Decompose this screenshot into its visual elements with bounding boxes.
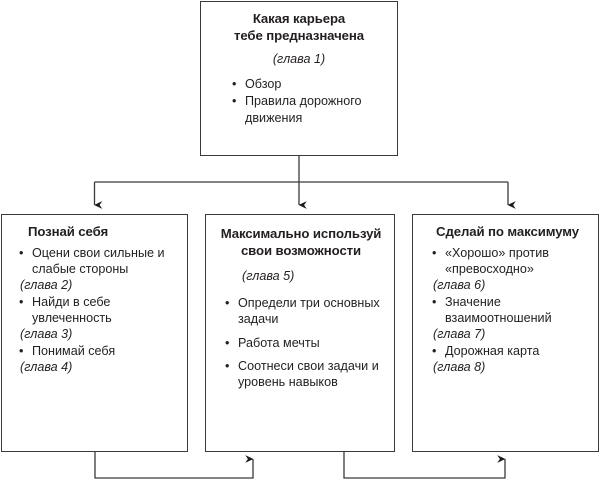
- bullet-icon: •: [232, 94, 237, 109]
- bullet-icon: •: [19, 344, 24, 359]
- bullet-text: Соотнеси свои задачи и уровень навыков: [238, 358, 379, 389]
- node-mid-chapter-label: (глава 5): [242, 269, 295, 283]
- node-right-title-line1: Сделай по максимуму: [436, 224, 579, 239]
- node-top-chapter-1[interactable]: Какая карьера тебе предназначена (глава …: [200, 1, 398, 156]
- bullet-text: Значение взаимоотношений: [445, 294, 552, 325]
- bullet-icon: •: [225, 296, 230, 311]
- node-right-bullet-list: • «Хорошо» против «превосходно» (глава 6…: [425, 245, 590, 376]
- bullet-icon: •: [432, 294, 437, 309]
- list-item: • Обзор: [231, 76, 391, 92]
- node-mid-title: Максимально используй свои возможности: [216, 226, 386, 259]
- bullet-text: «Хорошо» против «превосходно»: [445, 245, 549, 276]
- list-item: • Соотнеси свои задачи и уровень навыков: [224, 358, 386, 390]
- list-item: • Определи три основных задачи: [224, 295, 386, 327]
- bullet-text: Правила дорожного движения: [245, 94, 362, 125]
- bullet-icon: •: [232, 77, 237, 92]
- bullet-icon: •: [225, 358, 230, 373]
- list-item: • «Хорошо» против «превосходно» (глава 6…: [431, 245, 590, 293]
- list-item: • Правила дорожного движения: [231, 93, 391, 125]
- bullet-icon: •: [225, 335, 230, 350]
- bullet-text: Обзор: [245, 77, 282, 92]
- node-top-title-line2: тебе предназначена: [234, 27, 364, 43]
- node-mid-title-line2: свои возможности: [240, 242, 362, 258]
- bullet-text: Дорожная карта: [445, 344, 540, 359]
- node-left-know-yourself[interactable]: Познай себя • Оцени свои сильные и слабы…: [1, 214, 188, 452]
- node-top-title-line1: Какая карьера: [252, 11, 346, 26]
- connector-left-to-mid-feedback: [94, 452, 254, 479]
- node-left-title-line1: Познай себя: [28, 224, 109, 239]
- bullet-text: Определи три основных задачи: [238, 296, 380, 327]
- node-left-bullet-list: • Оцени свои сильные и слабые стороны (г…: [14, 245, 179, 376]
- bullet-icon: •: [19, 245, 24, 260]
- bullet-chapter: (глава 7): [433, 327, 486, 342]
- bullet-text: Оцени свои сильные и слабые стороны: [32, 245, 165, 276]
- bullet-icon: •: [19, 294, 24, 309]
- bullet-chapter: (глава 8): [433, 360, 486, 375]
- bullet-icon: •: [432, 344, 437, 359]
- node-top-chapter-label: (глава 1): [272, 52, 326, 66]
- bullet-chapter: (глава 2): [20, 277, 73, 292]
- node-top-bullet-list: • Обзор • Правила дорожного движения: [207, 76, 391, 125]
- list-item: • Дорожная карта (глава 8): [431, 343, 590, 375]
- bullet-text: Работа мечты: [238, 335, 320, 350]
- list-item: • Значение взаимоотношений (глава 7): [431, 294, 590, 342]
- node-right-do-your-best[interactable]: Сделай по максимуму • «Хорошо» против «п…: [412, 214, 599, 452]
- bullet-chapter: (глава 4): [20, 360, 73, 375]
- list-item: • Понимай себя (глава 4): [18, 343, 179, 375]
- node-mid-bullet-list: • Определи три основных задачи • Работа …: [216, 295, 386, 390]
- connector-mid-to-right-feedback: [343, 452, 506, 479]
- node-left-title: Познай себя: [14, 224, 179, 241]
- list-item: • Найди в себе увлеченность (глава 3): [18, 294, 179, 342]
- bullet-icon: •: [432, 245, 437, 260]
- node-mid-maximize-potential[interactable]: Максимально используй свои возможности (…: [205, 214, 395, 452]
- node-top-title: Какая карьера тебе предназначена: [207, 11, 391, 44]
- bullet-text: Понимай себя: [32, 344, 116, 359]
- node-mid-title-line1: Максимально используй: [220, 226, 382, 241]
- bullet-text: Найди в себе увлеченность: [32, 294, 112, 325]
- list-item: • Оцени свои сильные и слабые стороны (г…: [18, 245, 179, 293]
- bullet-chapter: (глава 6): [433, 277, 486, 292]
- bullet-chapter: (глава 3): [20, 327, 73, 342]
- node-right-title: Сделай по максимуму: [425, 224, 590, 241]
- list-item: • Работа мечты: [224, 335, 386, 351]
